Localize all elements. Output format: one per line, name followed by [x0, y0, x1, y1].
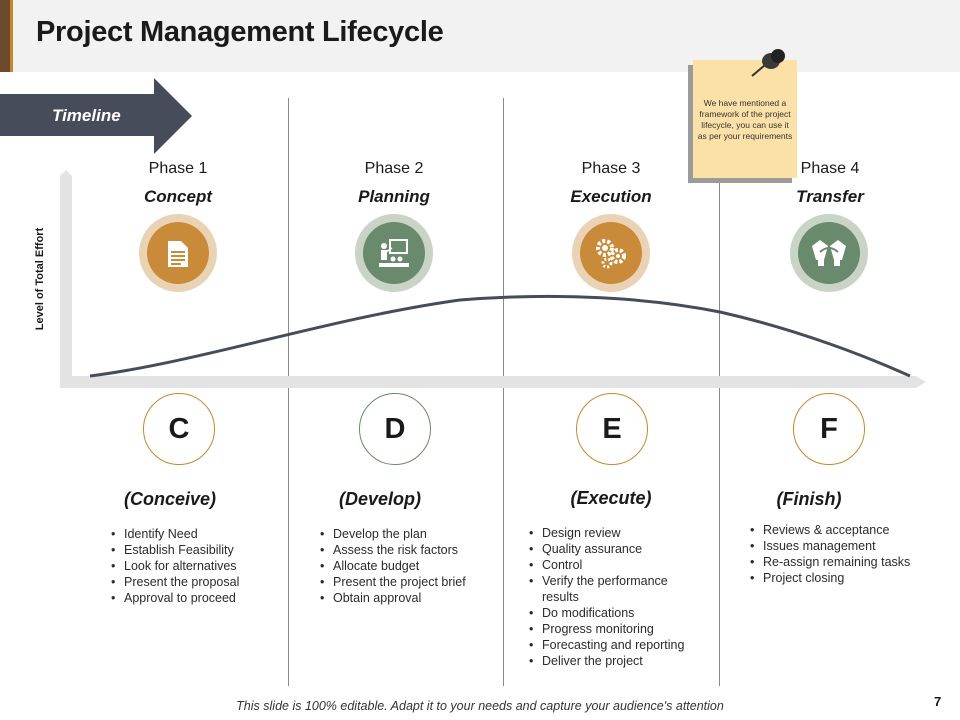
phase-3-number: Phase 3 [581, 160, 641, 177]
title-accent-stripe [10, 0, 13, 72]
list-item: Present the project brief [319, 574, 489, 590]
phase-1-letter: C [143, 393, 215, 465]
list-item: Identify Need [110, 526, 270, 542]
list-item: Establish Feasibility [110, 542, 270, 558]
list-item: Present the proposal [110, 574, 270, 590]
list-item: Re-assign remaining tasks [749, 554, 919, 570]
phase-2-letter: D [359, 393, 431, 465]
list-item: Approval to proceed [110, 590, 270, 606]
phase-2-icon-badge [355, 214, 433, 292]
phase-1-icon-badge [139, 214, 217, 292]
phase-4-icon-badge [790, 214, 868, 292]
document-icon [168, 241, 188, 267]
phase-1-number: Phase 1 [148, 160, 208, 177]
phase-4-subtitle: (Finish) [776, 489, 842, 509]
y-axis [60, 170, 72, 388]
phase-2-name: Planning [358, 187, 430, 206]
phase-2-number: Phase 2 [364, 160, 424, 177]
phase-divider [503, 98, 504, 686]
page-title: Project Management Lifecycle [36, 16, 444, 48]
phase-1-subtitle: (Conceive) [123, 489, 217, 509]
title-bar [0, 0, 960, 72]
list-item: Progress monitoring [528, 621, 708, 637]
list-item: Deliver the project [528, 653, 708, 669]
phase-divider [719, 98, 720, 686]
phase-1-name: Concept [144, 187, 212, 206]
phase-2-list: Develop the plan Assess the risk factors… [319, 526, 489, 606]
page-number: 7 [934, 694, 942, 709]
effort-curve [89, 294, 911, 378]
sticky-note-text: We have mentioned a framework of the pro… [697, 98, 793, 141]
y-axis-label: Level of Total Effort [34, 227, 46, 331]
footer-text: This slide is 100% editable. Adapt it to… [236, 699, 724, 713]
phase-4-letter: F [793, 393, 865, 465]
list-item: Look for alternatives [110, 558, 270, 574]
phase-3-name: Execution [570, 187, 652, 206]
push-pin-icon [751, 49, 785, 77]
list-item: Do modifications [528, 605, 708, 621]
phase-3-letter: E [576, 393, 648, 465]
list-item: Reviews & acceptance [749, 522, 919, 538]
gears-icon [596, 239, 626, 269]
phase-3-icon-badge [572, 214, 650, 292]
list-item: Control [528, 557, 708, 573]
handshake-icon [812, 240, 846, 266]
list-item: Quality assurance [528, 541, 708, 557]
list-item: Forecasting and reporting [528, 637, 708, 653]
list-item: Allocate budget [319, 558, 489, 574]
phase-2-subtitle: (Develop) [338, 489, 421, 509]
list-item: Design review [528, 525, 708, 541]
phase-4-list: Reviews & acceptance Issues management R… [749, 522, 919, 586]
list-item: Assess the risk factors [319, 542, 489, 558]
list-item: Verify the performance results [528, 573, 708, 605]
sticky-note: We have mentioned a framework of the pro… [693, 60, 797, 178]
phase-3-list: Design review Quality assurance Control … [528, 525, 708, 669]
timeline-label: Timeline [52, 106, 121, 125]
phase-divider [288, 98, 289, 686]
phase-4-number: Phase 4 [800, 160, 860, 177]
title-accent-bar [0, 0, 10, 72]
list-item: Develop the plan [319, 526, 489, 542]
presentation-icon [379, 239, 409, 267]
timeline-arrow [0, 78, 192, 154]
list-item: Issues management [749, 538, 919, 554]
phase-3-subtitle: (Execute) [570, 488, 652, 508]
list-item: Obtain approval [319, 590, 489, 606]
x-axis [60, 376, 926, 388]
list-item: Project closing [749, 570, 919, 586]
phase-4-name: Transfer [796, 187, 864, 206]
phase-1-list: Identify Need Establish Feasibility Look… [110, 526, 270, 606]
